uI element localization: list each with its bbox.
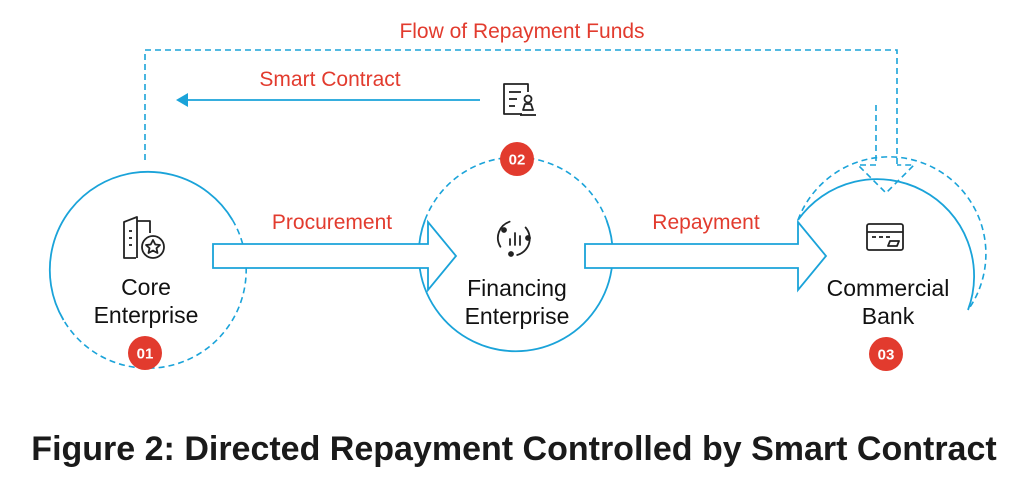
chart-cycle-icon (497, 220, 531, 257)
badge-01 (128, 336, 162, 370)
smart-contract-arrowhead (176, 93, 188, 107)
node-core-ring-solid (48, 170, 234, 321)
badge-01-label: 01 (137, 346, 154, 363)
badge-02 (500, 142, 534, 176)
flow-of-funds-arrowhead (856, 105, 916, 195)
repayment-arrow (584, 219, 828, 293)
node-core-enterprise: Core Enterprise 01 (48, 170, 247, 370)
badge-02-label: 02 (509, 152, 526, 169)
repayment-flow-diagram: Flow of Repayment Funds Smart Contract C… (48, 20, 987, 371)
node-commercial-bank: Commercial Bank 03 (797, 156, 987, 371)
figure-caption: Figure 2: Directed Repayment Controlled … (31, 430, 997, 468)
node-financing-enterprise: Financing Enterprise 02 (417, 142, 614, 353)
enterprise-star-icon (123, 216, 165, 259)
node-bank-label-line2: Bank (862, 303, 915, 329)
node-core-label-line2: Enterprise (94, 302, 199, 328)
contract-stamp-icon (503, 83, 536, 116)
badge-03-label: 03 (878, 347, 895, 364)
node-financing-ring-solid (417, 219, 614, 353)
node-financing-label-line1: Financing (467, 275, 567, 301)
node-bank-ring-solid (797, 178, 975, 311)
smart-contract-label: Smart Contract (259, 68, 400, 91)
node-financing-label-line2: Enterprise (465, 303, 570, 329)
flow-of-funds-path (144, 49, 898, 165)
procurement-arrow (212, 219, 458, 293)
node-financing-ring-dashed (424, 156, 608, 221)
flow-of-funds-label: Flow of Repayment Funds (399, 20, 644, 43)
node-core-label-line1: Core (121, 274, 171, 300)
procurement-label: Procurement (272, 211, 392, 234)
node-bank-label-line1: Commercial (827, 275, 950, 301)
node-bank-ring-dashed (797, 156, 987, 311)
badge-03 (869, 337, 903, 371)
node-core-ring-dashed (62, 219, 247, 369)
repayment-label: Repayment (652, 211, 760, 234)
bank-card-icon (866, 223, 904, 251)
